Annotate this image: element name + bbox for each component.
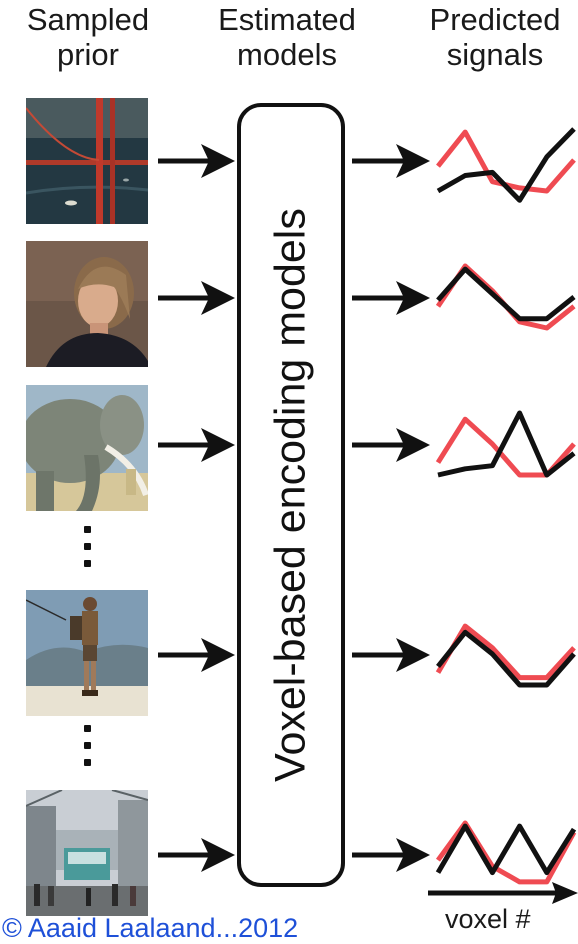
- output-arrow-2: [352, 281, 430, 315]
- voxel-axis-arrowhead: [552, 882, 578, 904]
- signal-line-black-3: [437, 410, 576, 478]
- signal-line-black-4: [436, 629, 576, 688]
- input-arrow-4: [158, 638, 235, 672]
- prior-image-bridge: [26, 98, 148, 224]
- input-arrow-2: [158, 281, 235, 315]
- header-sampled-prior: Sampled prior: [8, 2, 168, 72]
- header-models-line1: Estimated: [218, 2, 356, 37]
- output-arrows: [352, 144, 430, 872]
- input-arrow-1: [158, 144, 235, 178]
- header-prior-line2: prior: [56, 37, 119, 72]
- output-arrow-5: [352, 838, 430, 872]
- prior-image-elephant: [26, 385, 148, 511]
- output-arrow-3: [352, 428, 430, 462]
- signal-line-black-1: [436, 127, 576, 203]
- prior-image-street: [26, 790, 148, 916]
- header-predicted-signals: Predicted signals: [410, 2, 578, 72]
- input-arrow-5: [158, 838, 235, 872]
- signal-plot-4: [435, 623, 576, 688]
- prior-image-hiker: [26, 590, 148, 716]
- signal-plot-1: [436, 127, 576, 203]
- voxel-axis-label: voxel #: [445, 904, 531, 934]
- image-credit: © Aaaid Laalaand...2012: [2, 913, 299, 943]
- header-prior-line1: Sampled: [26, 2, 150, 37]
- input-arrows: [158, 144, 235, 872]
- header-signals-line2: signals: [446, 37, 544, 72]
- signal-plot-3: [435, 410, 576, 478]
- prior-image-woman: [26, 241, 148, 367]
- signal-line-black-5: [435, 823, 577, 876]
- signal-line-red-4: [435, 623, 576, 681]
- voxel-axis: [428, 882, 578, 904]
- encoding-model-box: Voxel-based encoding models: [237, 103, 345, 887]
- input-arrow-3: [158, 428, 235, 462]
- signal-plot-5: [435, 820, 577, 885]
- ellipsis-more-images: [84, 526, 94, 577]
- signal-plot-2: [435, 263, 576, 331]
- header-estimated-models: Estimated models: [196, 2, 378, 72]
- header-models-line2: models: [237, 37, 337, 72]
- output-arrow-4: [352, 638, 430, 672]
- header-signals-line1: Predicted: [429, 2, 561, 37]
- signal-line-black-2: [436, 266, 576, 322]
- ellipsis-more-images: [84, 725, 94, 776]
- output-arrow-1: [352, 144, 430, 178]
- signal-plots: [435, 127, 577, 885]
